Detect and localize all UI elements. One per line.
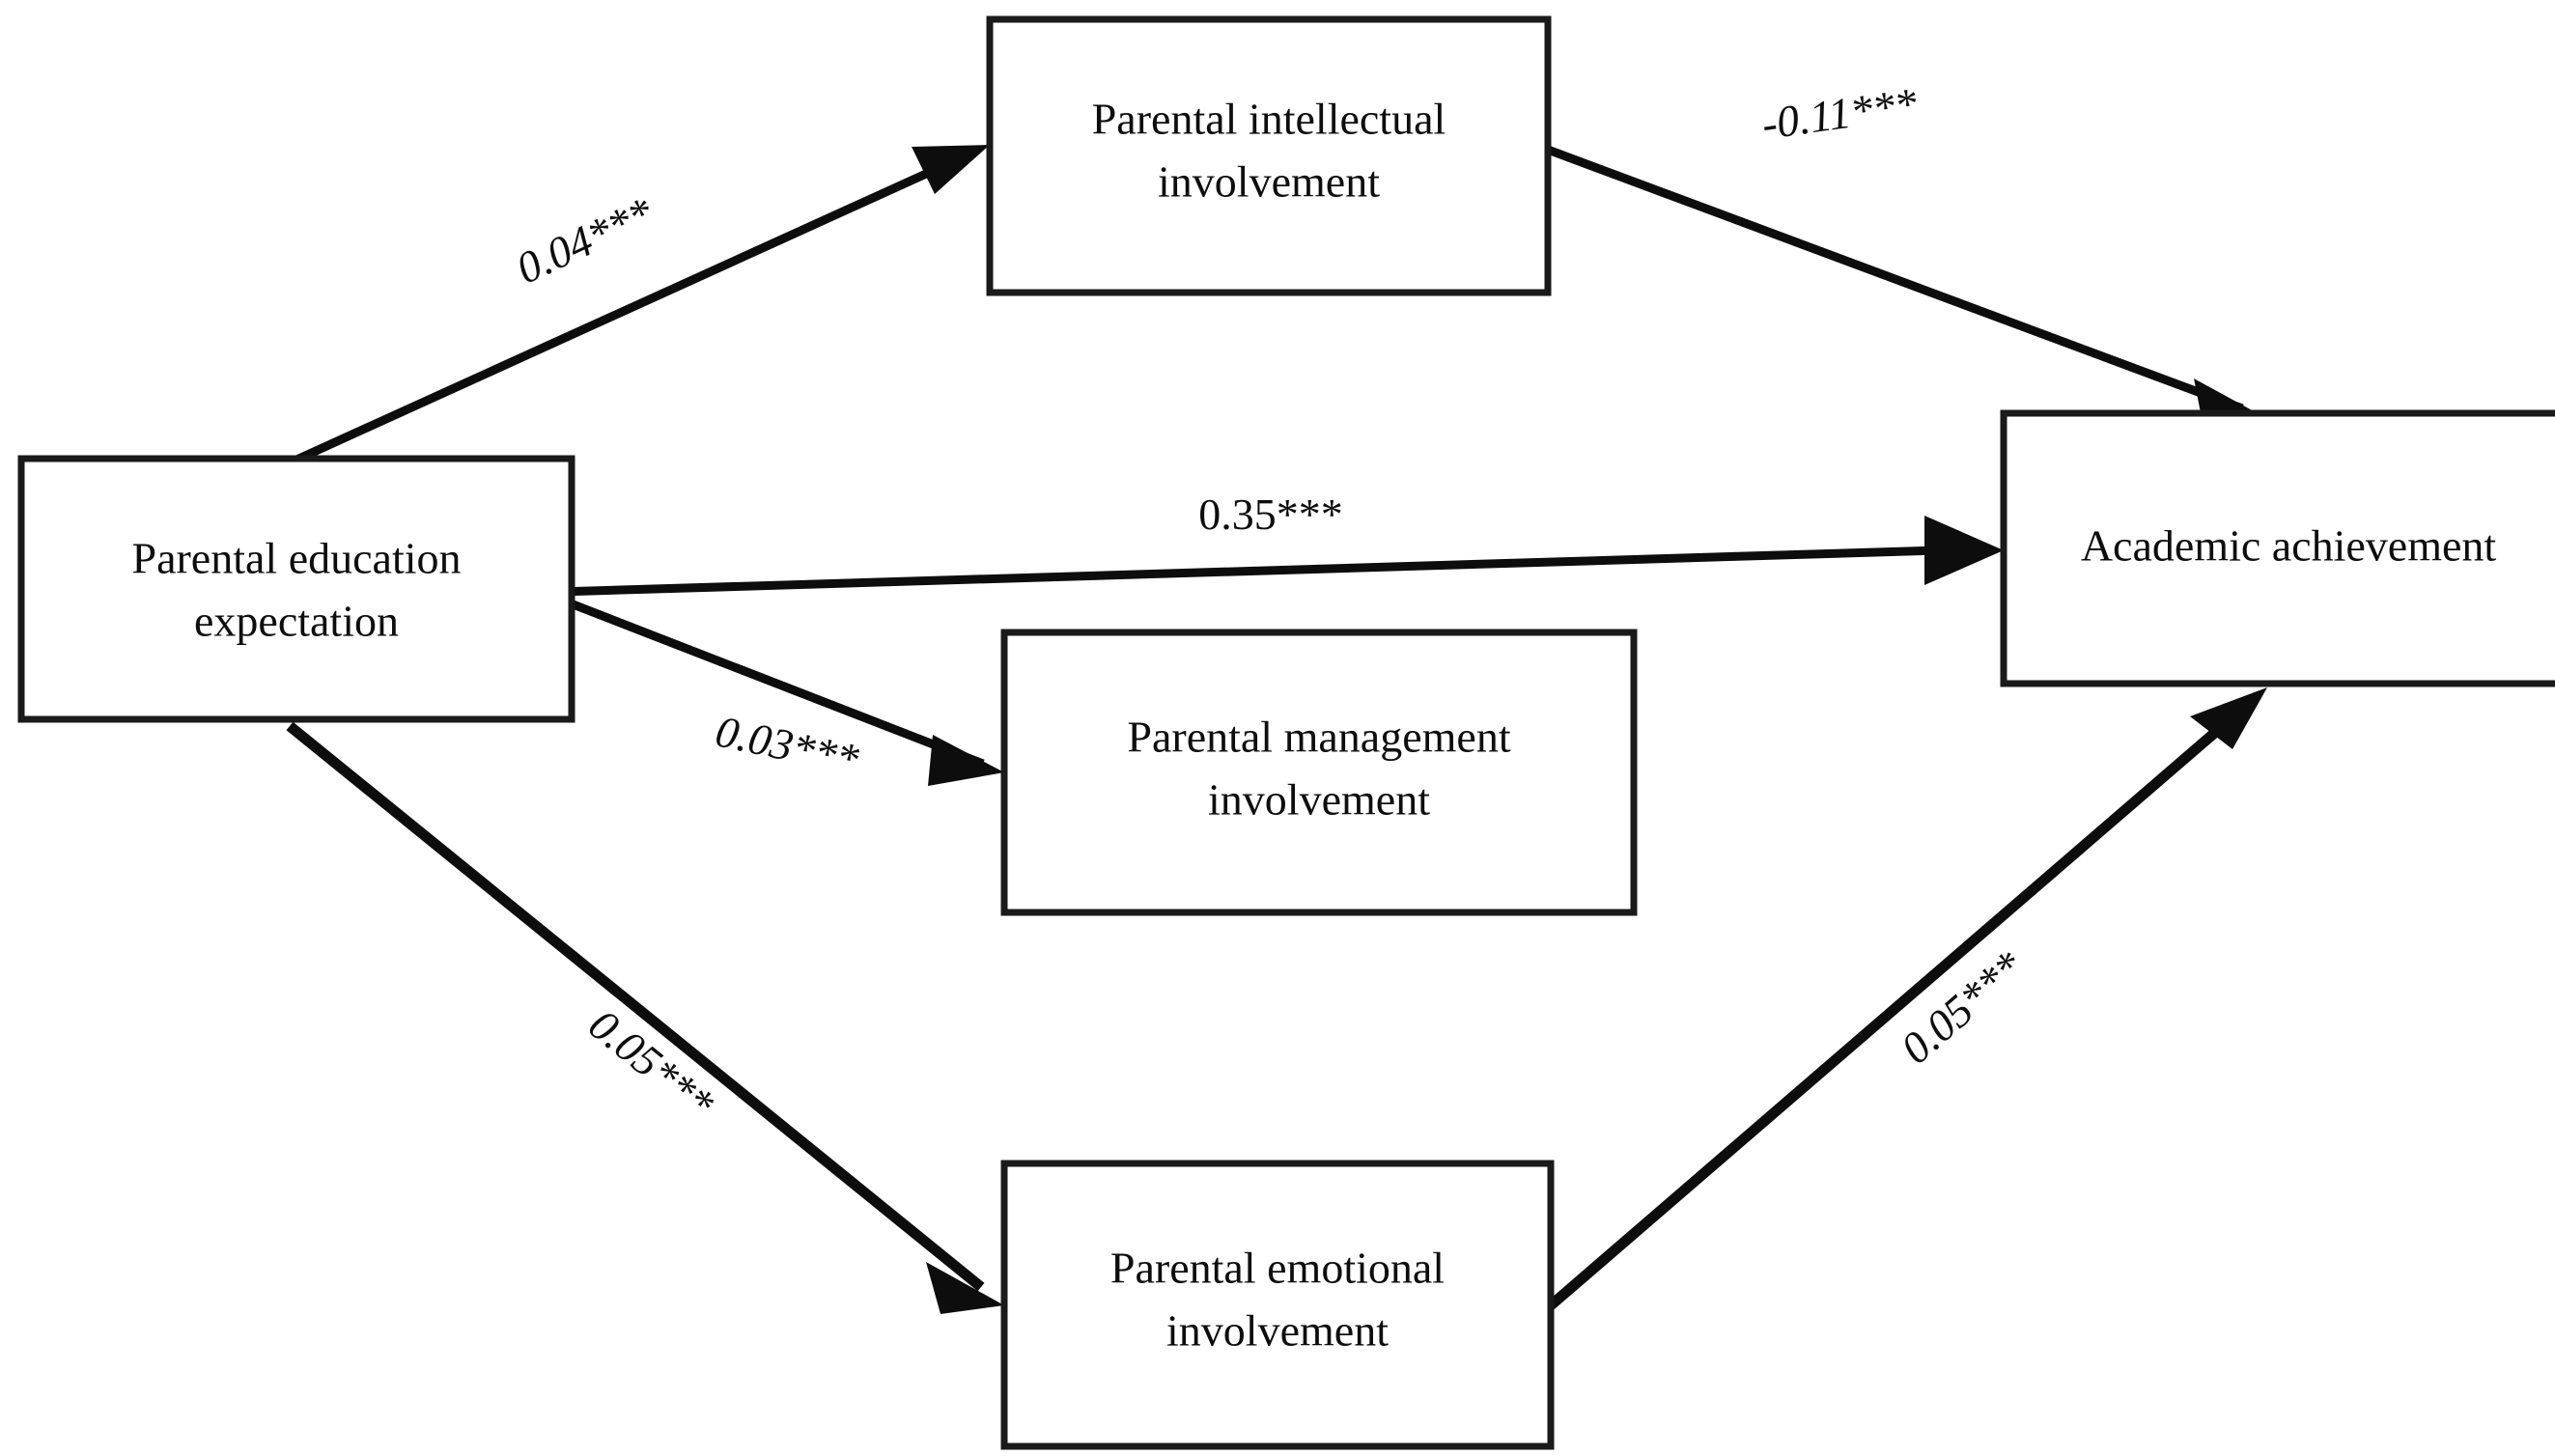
- edge-intellectual-to-achievement: -0.11***: [1546, 78, 2264, 428]
- node-parental-intellectual-involvement[interactable]: Parental intellectual involvement: [986, 15, 1552, 296]
- arrowhead-icon: [928, 735, 1004, 786]
- edge-line: [1547, 701, 2250, 1310]
- node-box[interactable]: [1000, 629, 1638, 916]
- node-box[interactable]: [1000, 1160, 1555, 1450]
- arrowhead-icon: [912, 145, 990, 194]
- node-label-line2: involvement: [1166, 1306, 1389, 1356]
- nodes-layer: Parental education expectation Parental …: [17, 15, 2555, 1450]
- edge-expectation-to-emotional: 0.05***: [286, 721, 1004, 1314]
- edge-emotional-to-achievement: 0.05***: [1547, 687, 2267, 1310]
- node-box[interactable]: [17, 455, 576, 723]
- node-label-line2: involvement: [1158, 157, 1380, 207]
- edge-line: [1546, 145, 2244, 413]
- edge-label-expectation-to-intellectual: 0.04***: [509, 187, 660, 293]
- node-box[interactable]: [2000, 409, 2555, 687]
- edge-expectation-to-intellectual: 0.04***: [291, 145, 990, 466]
- node-parental-emotional-involvement[interactable]: Parental emotional involvement: [1000, 1160, 1555, 1450]
- node-label-line1: Parental emotional: [1110, 1244, 1445, 1293]
- edge-expectation-to-management: 0.03***: [556, 594, 1004, 786]
- edge-line: [556, 594, 985, 769]
- node-label-line1: Academic achievement: [2081, 521, 2497, 571]
- node-parental-education-expectation[interactable]: Parental education expectation: [17, 455, 576, 723]
- node-box[interactable]: [986, 15, 1552, 296]
- edge-label-intellectual-to-achievement: -0.11***: [1758, 78, 1920, 149]
- node-label-line1: Parental management: [1127, 713, 1510, 762]
- node-academic-achievement[interactable]: Academic achievement: [2000, 409, 2555, 687]
- edge-label-expectation-to-management: 0.03***: [712, 706, 863, 784]
- arrowhead-icon: [926, 1262, 1004, 1314]
- edge-line: [291, 150, 970, 466]
- edge-label-emotional-to-achievement: 0.05***: [1892, 941, 2033, 1074]
- node-label-line1: Parental intellectual: [1092, 95, 1446, 144]
- node-label-line1: Parental education: [131, 534, 461, 583]
- edge-label-expectation-to-achievement: 0.35***: [1198, 490, 1343, 539]
- edge-expectation-to-achievement: 0.35***: [557, 490, 2004, 597]
- node-label-line2: expectation: [194, 597, 399, 646]
- arrowhead-icon: [2190, 687, 2267, 749]
- edge-line: [557, 546, 1940, 597]
- edge-line: [286, 721, 985, 1292]
- node-parental-management-involvement[interactable]: Parental management involvement: [1000, 629, 1638, 916]
- arrowhead-icon: [1924, 516, 2004, 585]
- node-label-line2: involvement: [1208, 775, 1430, 825]
